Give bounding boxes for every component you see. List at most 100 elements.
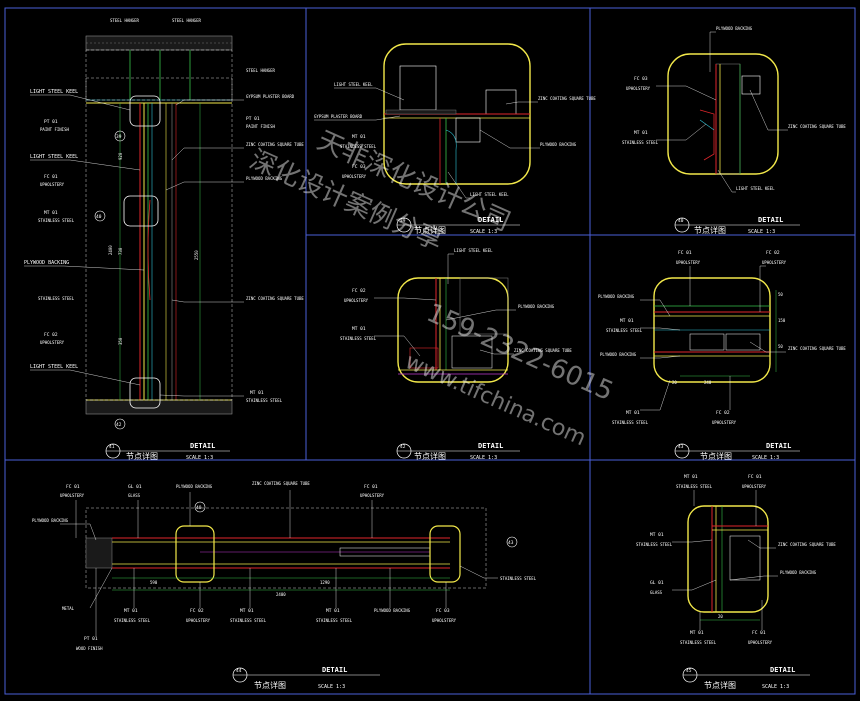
- label-upholstery: UPHOLSTERY: [626, 86, 651, 91]
- label-zinc: ZINC COATING SQUARE TUBE: [252, 481, 310, 486]
- tag-mt01-b: MT 01: [626, 410, 640, 416]
- label-zinc: ZINC COATING SQUARE TUBE: [538, 96, 596, 101]
- cn-title-45: 节点详图: [704, 680, 736, 690]
- label-plywood-left: PLYWOOD BACKING: [24, 260, 69, 266]
- detail-title-39: DETAIL: [478, 216, 503, 224]
- label-stainless: STAINLESS STEEL: [38, 218, 75, 223]
- label-plywood: PLYWOOD BACKING: [518, 304, 555, 309]
- dim-2550: 2550: [194, 250, 199, 260]
- label-plywood-left: PLYWOOD BACKING: [32, 518, 69, 523]
- label-upholstery: UPHOLSTERY: [742, 484, 767, 489]
- tag-fc02: FC 02: [44, 332, 58, 338]
- label-upholstery: UPHOLSTERY: [676, 260, 701, 265]
- detail-43: 50 150 50 240 20 FC 01 UPHOLSTERY FC 02 …: [598, 250, 846, 461]
- dim-730: 730: [118, 247, 123, 255]
- detail-title-42: DETAIL: [478, 442, 503, 450]
- label-zinc: ZINC COATING SQUARE TUBE: [514, 348, 572, 353]
- label-plywood: PLYWOOD BACKING: [716, 26, 753, 31]
- label-upholstery-d: UPHOLSTERY: [432, 618, 457, 623]
- tag-fc03: FC 03: [352, 164, 366, 170]
- label-upholstery-b: UPHOLSTERY: [762, 260, 787, 265]
- label-light-steel-keel: LIGHT STEEL KEEL: [736, 186, 775, 191]
- dim-150: 150: [778, 318, 786, 323]
- dim-240: 240: [704, 380, 712, 385]
- detail-title-41: DETAIL: [190, 442, 215, 450]
- tag-fc01: FC 01: [748, 474, 762, 480]
- label-plywood: PLYWOOD BACKING: [780, 570, 817, 575]
- tag-gl01: GL 01: [128, 484, 142, 490]
- scale-45: SCALE 1:3: [762, 684, 789, 690]
- tag-mt01-b: MT 01: [650, 532, 664, 538]
- label-stainless-b: STAINLESS STEEL: [230, 618, 267, 623]
- tag-gl01: GL 01: [650, 580, 664, 586]
- label-stainless: STAINLESS STEEL: [606, 328, 643, 333]
- label-stainless: STAINLESS STEEL: [340, 336, 377, 341]
- detail-title-40: DETAIL: [758, 216, 783, 224]
- label-plywood-b: PLYWOOD BACKING: [600, 352, 637, 357]
- detail-42: LIGHT STEEL KEEL FC 02 UPHOLSTERY PLYWOO…: [340, 248, 572, 461]
- detail-title-43: DETAIL: [766, 442, 791, 450]
- dim-20: 20: [718, 614, 723, 619]
- tag-fc02: FC 02: [190, 608, 204, 614]
- label-stainless-left: STAINLESS STEEL: [38, 296, 75, 301]
- label-light-steel-keel-bot: LIGHT STEEL KEEL: [30, 364, 78, 370]
- cn-title-40: 节点详图: [694, 225, 726, 235]
- tag-mt01: MT 01: [352, 134, 366, 140]
- label-light-steel-keel-mid: LIGHT STEEL KEEL: [30, 154, 78, 160]
- tag-pt01: PT 01: [44, 119, 58, 125]
- tag-fc01-b: FC 01: [752, 630, 766, 636]
- dim-50-b: 50: [778, 344, 783, 349]
- scale-40: SCALE 1:3: [748, 229, 775, 235]
- callout-40: 40: [196, 505, 202, 511]
- tag-mt01-c: MT 01: [690, 630, 704, 636]
- scale-42: SCALE 1:3: [470, 455, 497, 461]
- tag-mt01: MT 01: [124, 608, 138, 614]
- callout-40: 40: [96, 214, 102, 220]
- label-upholstery-c: UPHOLSTERY: [712, 420, 737, 425]
- callout-42: 42: [116, 422, 122, 428]
- frame-grid: [4, 7, 856, 695]
- detail-41: 920 730 2400 350 2550 39 40 42 LIGHT STE…: [24, 18, 304, 461]
- label-steel-hanger-b: STEEL HANGER: [172, 18, 201, 23]
- tag-mt01: MT 01: [44, 210, 58, 216]
- tag-fc01: FC 01: [66, 484, 80, 490]
- label-stainless-bottom: STAINLESS STEEL: [246, 398, 283, 403]
- tag-fc03: FC 03: [436, 608, 450, 614]
- label-upholstery-b: UPHOLSTERY: [360, 493, 385, 498]
- tag-mt01: MT 01: [634, 130, 648, 136]
- detail-number-43: 43: [678, 444, 684, 450]
- callout-43: 43: [508, 540, 514, 546]
- label-stainless-b: STAINLESS STEEL: [636, 542, 673, 547]
- scale-39: SCALE 1:3: [470, 229, 497, 235]
- dim-350: 350: [118, 337, 123, 345]
- scale-41: SCALE 1:3: [186, 455, 213, 461]
- cn-title-41: 节点详图: [126, 451, 158, 461]
- scale-43: SCALE 1:3: [752, 455, 779, 461]
- label-upholstery-b: UPHOLSTERY: [40, 340, 65, 345]
- label-paint-finish-right: PAINT FINISH: [246, 124, 275, 129]
- label-upholstery-c: UPHOLSTERY: [186, 618, 211, 623]
- tag-mt01-b: MT 01: [240, 608, 254, 614]
- label-wood-finish: WOOD FINISH: [76, 646, 103, 651]
- label-stainless-c: STAINLESS STEEL: [680, 640, 717, 645]
- label-upholstery: UPHOLSTERY: [60, 493, 85, 498]
- tag-fc02: FC 02: [766, 250, 780, 256]
- detail-40: PLYWOOD BACKING FC 03 UPHOLSTERY MT 01 S…: [622, 26, 846, 235]
- label-steel-hanger-a: STEEL HANGER: [110, 18, 139, 23]
- tag-mt01-bottom: MT 01: [250, 390, 264, 396]
- cn-title-44: 节点详图: [254, 680, 286, 690]
- callout-39: 39: [116, 134, 122, 140]
- detail-39: LIGHT STEEL KEEL GYPSUM PLASTER BOARD MT…: [314, 43, 596, 235]
- tag-pt01-right: PT 01: [246, 116, 260, 122]
- label-plywood-bottom: PLYWOOD BACKING: [374, 608, 411, 613]
- cn-title-42: 节点详图: [414, 451, 446, 461]
- label-zinc: ZINC COATING SQUARE TUBE: [778, 542, 836, 547]
- label-glass: GLASS: [650, 590, 663, 595]
- dim-590: 590: [150, 580, 158, 585]
- label-stainless-b: STAINLESS STEEL: [612, 420, 649, 425]
- tag-fc02: FC 02: [352, 288, 366, 294]
- label-zinc: ZINC COATING SQUARE TUBE: [788, 346, 846, 351]
- label-light-steel-keel: LIGHT STEEL KEEL: [334, 82, 373, 87]
- dim-920: 920: [118, 152, 123, 160]
